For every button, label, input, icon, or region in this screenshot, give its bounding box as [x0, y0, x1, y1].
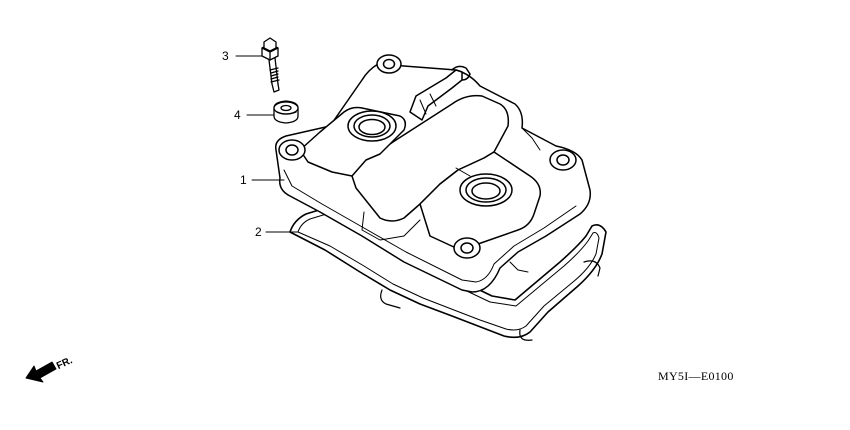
- callout-2: 2: [255, 225, 262, 239]
- bolt-grommet: [273, 100, 299, 124]
- front-direction-arrow-icon: [25, 361, 57, 383]
- cover-bolt: [261, 37, 280, 93]
- callout-3: 3: [222, 49, 229, 63]
- leader-lines: [235, 55, 299, 233]
- cylinder-head-cover: [274, 54, 592, 293]
- callout-4: 4: [234, 108, 241, 122]
- drawing-code: MY5I—E0100: [658, 369, 734, 383]
- callout-1: 1: [240, 173, 247, 187]
